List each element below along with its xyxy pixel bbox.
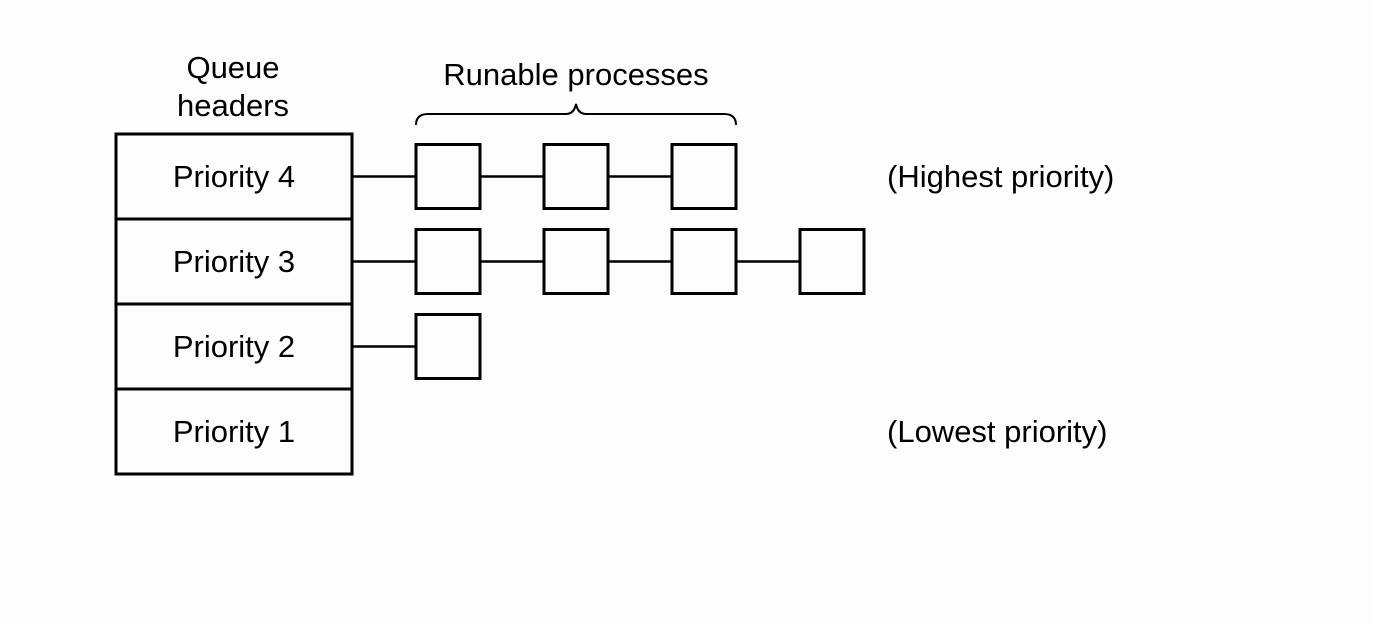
highest-priority-label: (Highest priority) xyxy=(887,159,1114,194)
queue-headers-label-line1: Queue xyxy=(186,50,279,85)
process-box-priority-3-2 xyxy=(542,228,610,295)
queue-header-cell-priority-1 xyxy=(114,387,354,476)
queue-header-label-priority-4: Priority 4 xyxy=(173,159,295,194)
process-box-priority-3-3 xyxy=(670,228,738,295)
lowest-priority-label: (Lowest priority) xyxy=(887,414,1108,449)
process-box-priority-3-1 xyxy=(414,228,482,295)
queue-header-label-priority-1: Priority 1 xyxy=(173,414,295,449)
process-box-priority-4-1 xyxy=(414,143,482,210)
process-box-priority-4-3 xyxy=(670,143,738,210)
queue-headers-label-line2: headers xyxy=(177,88,289,123)
runable-processes-label: Runable processes xyxy=(443,57,708,92)
process-box-priority-4-2 xyxy=(542,143,610,210)
process-box-priority-3-4 xyxy=(798,228,866,295)
process-box-priority-2-1 xyxy=(414,313,482,380)
queue-header-label-priority-3: Priority 3 xyxy=(173,244,295,279)
queue-header-label-priority-2: Priority 2 xyxy=(173,329,295,364)
queue-header-column: Priority 4 Priority 3 Priority 2 Priorit… xyxy=(114,132,354,476)
process-chains xyxy=(352,143,866,380)
runable-processes-brace xyxy=(415,103,737,126)
